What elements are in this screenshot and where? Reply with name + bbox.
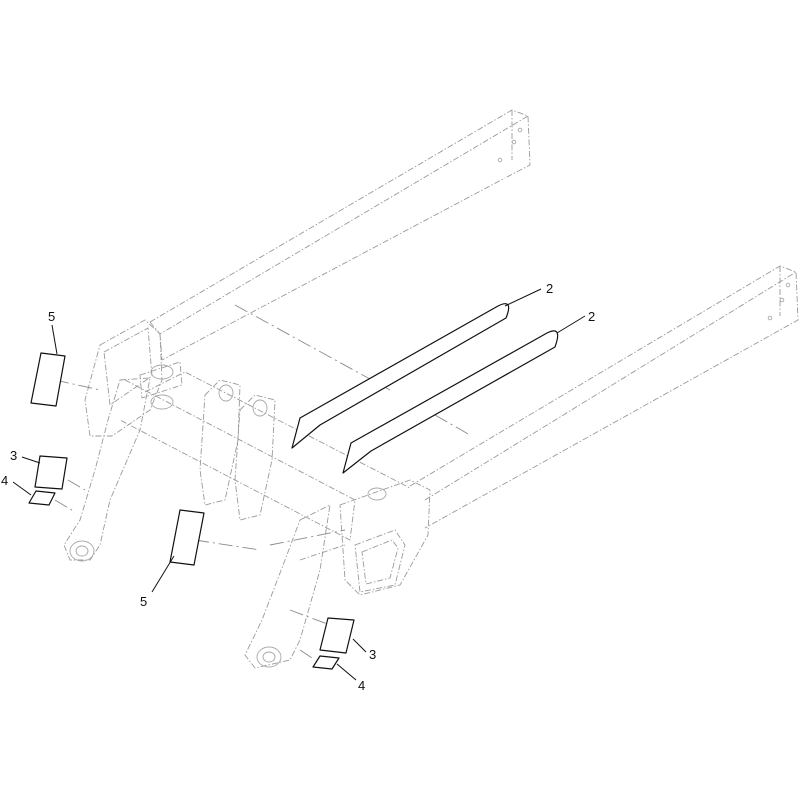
pad-part-5-center (169, 509, 205, 566)
wear-strip-lower (342, 330, 559, 474)
callout-2-lower: 2 (588, 309, 595, 324)
alignment-lines (54, 304, 471, 661)
callout-5-left: 5 (48, 309, 55, 324)
callout-3-left: 3 (10, 448, 17, 463)
callout-4-right: 4 (358, 678, 365, 693)
leader-lines (12, 288, 586, 681)
plate-part-3-left (34, 455, 68, 490)
callout-3-right: 3 (369, 647, 376, 662)
callout-4-left: 4 (1, 473, 8, 488)
loader-frame-ghost (63, 109, 799, 669)
callout-2-upper: 2 (546, 281, 553, 296)
pad-part-5-left (30, 352, 66, 407)
shim-part-4-left (28, 490, 56, 506)
callout-5-center: 5 (140, 594, 147, 609)
plate-part-3-right (319, 617, 355, 654)
shim-part-4-right (312, 655, 340, 670)
